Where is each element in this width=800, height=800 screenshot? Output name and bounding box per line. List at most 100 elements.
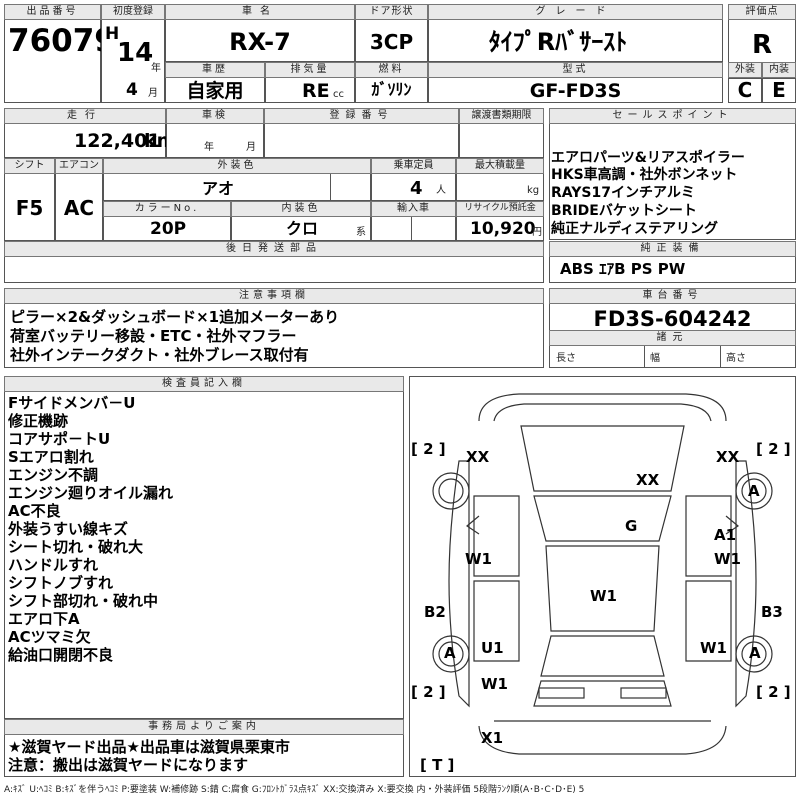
model-label: 型式 <box>428 62 723 78</box>
fuel: ｶﾞｿﾘﾝ <box>371 80 412 99</box>
history-label: 車歴 <box>165 62 265 78</box>
mirror-right <box>725 515 740 535</box>
recycle-unit: 円 <box>532 227 542 238</box>
mark-rear-right-w1: W1 <box>700 639 727 657</box>
mark-front-right: XX <box>716 448 740 466</box>
int-color: クロ <box>286 219 319 238</box>
specs-label: 諸元 <box>549 330 796 346</box>
color-no-label: カラーNo. <box>103 201 231 217</box>
mark-left-front-w1: W1 <box>465 550 492 568</box>
capacity: 4 <box>410 178 423 199</box>
inspector-line-4: Sエアロ割れ <box>8 448 94 466</box>
inspector-line-6: エンジン廻りオイル漏れ <box>8 484 174 502</box>
interior-grade: E <box>772 78 786 102</box>
wheel-rear-right-inner <box>741 641 767 667</box>
right-door-front <box>685 495 732 577</box>
inspector-line-5: エンジン不調 <box>8 466 99 484</box>
auction-number: 76079 <box>8 23 116 59</box>
height-label: 高さ <box>726 353 746 364</box>
office-line-2: 注意：搬出は滋賀ヤードになります <box>8 756 249 774</box>
shift-label: シフト <box>4 158 55 174</box>
hood <box>520 425 685 492</box>
score-label: 評価点 <box>728 4 796 20</box>
inspector-line-1: Fサイドメンバ－U <box>8 394 136 412</box>
capacity-label: 乗車定員 <box>371 158 456 174</box>
ext-color-divider <box>330 174 331 201</box>
door-label: ドア形状 <box>355 4 428 20</box>
front-bumper-inner <box>493 403 712 422</box>
mileage: 122,401 <box>74 130 161 152</box>
inspection-year-unit: 年 <box>204 142 214 153</box>
first-reg-month: 4 <box>126 80 138 100</box>
mark-left-b2: B2 <box>424 603 446 621</box>
history: 自家用 <box>186 80 244 102</box>
note-1: ピラー×2&ダッシュボード×1追加メーターあり <box>10 308 340 326</box>
equipment-label: 純正装備 <box>549 241 796 257</box>
rear-lamp-left <box>538 687 585 699</box>
first-reg-label: 初度登録 <box>101 4 165 20</box>
car-diagram <box>432 393 773 755</box>
later-parts-label: 後日発送部品 <box>4 241 544 257</box>
int-color-label: 内装色 <box>231 201 371 217</box>
mark-right-b3: B3 <box>761 603 783 621</box>
wheel-rear-left <box>432 635 470 673</box>
inspector-label: 検査員記入欄 <box>4 376 404 392</box>
auction-no-box <box>4 4 101 103</box>
mark-rear-x1: X1 <box>481 729 504 747</box>
first-reg-year: 14 <box>117 38 154 68</box>
recycle-label: リサイクル預託金 <box>456 201 544 217</box>
wheel-front-left <box>432 472 470 510</box>
ext-color-label: 外装色 <box>103 158 371 174</box>
first-reg-box <box>101 4 165 103</box>
mark-rear-bottom-w1: W1 <box>481 675 508 693</box>
mark-front-left: XX <box>466 448 490 466</box>
windshield <box>533 495 672 542</box>
inspector-line-7: AC不良 <box>8 502 61 520</box>
sales-point-4: BRIDEバケットシート <box>551 203 697 219</box>
tag-top-right: [ 2 ] <box>756 440 791 458</box>
tag-bottom-right: [ 2 ] <box>756 683 791 701</box>
wheel-front-right-inner <box>741 478 767 504</box>
year-unit: 年 <box>151 63 161 74</box>
inspector-line-9: シート切れ・破れ大 <box>8 538 144 556</box>
inspector-line-2: 修正機跡 <box>8 412 69 430</box>
car-name-label: 車名 <box>165 4 355 20</box>
fuel-label: 燃料 <box>355 62 428 78</box>
office-line-1: ★滋賀ヤード出品★出品車は滋賀県栗東市 <box>8 738 290 756</box>
chassis-number: FD3S-604242 <box>593 307 752 331</box>
legend: A:ｷｽﾞ U:ﾍｺﾐ B:ｷｽﾞを伴うﾍｺﾐ P:要塗装 W:補修跡 S:錆 … <box>4 785 585 795</box>
sales-points-box <box>549 108 796 240</box>
width-label: 幅 <box>650 353 660 364</box>
note-3: 社外インテークダクト・社外ブレース取付有 <box>10 346 309 364</box>
exterior-cell <box>728 78 762 103</box>
door-type: 3CP <box>369 30 414 54</box>
max-load-unit: kg <box>527 185 540 196</box>
shift: F5 <box>15 196 44 220</box>
mark-front-right-wheel: A <box>748 482 760 500</box>
inspector-line-13: エアロ下A <box>8 610 80 628</box>
inspector-box <box>4 376 404 719</box>
mark-rear-right-wheel: A <box>749 644 761 662</box>
tag-bottom-center: [ T ] <box>420 756 455 774</box>
capacity-unit: 人 <box>436 185 446 196</box>
mark-hood: XX <box>636 471 660 489</box>
note-2: 荷室バッテリー移設・ETC・社外マフラー <box>10 327 297 345</box>
inspection-label: 車検 <box>166 108 264 124</box>
exterior-label: 外装 <box>728 62 762 78</box>
roof <box>545 545 660 632</box>
mirror-left <box>465 515 480 535</box>
sales-points-label: セールスポイント <box>549 108 796 124</box>
right-body <box>735 460 757 708</box>
car-name: RX-7 <box>229 28 291 56</box>
interior-label: 内装 <box>762 62 796 78</box>
left-door-rear <box>473 580 520 662</box>
sales-point-2: HKS車高調・社外ボンネット <box>551 167 738 183</box>
rear-glass <box>540 635 665 677</box>
mark-roof: W1 <box>590 587 617 605</box>
era: H <box>105 24 120 44</box>
displacement-unit: cc <box>333 89 344 100</box>
tag-bottom-left: [ 2 ] <box>411 683 446 701</box>
right-door-rear <box>685 580 732 662</box>
wheel-front-right <box>735 472 773 510</box>
rear-lamp-right <box>620 687 667 699</box>
